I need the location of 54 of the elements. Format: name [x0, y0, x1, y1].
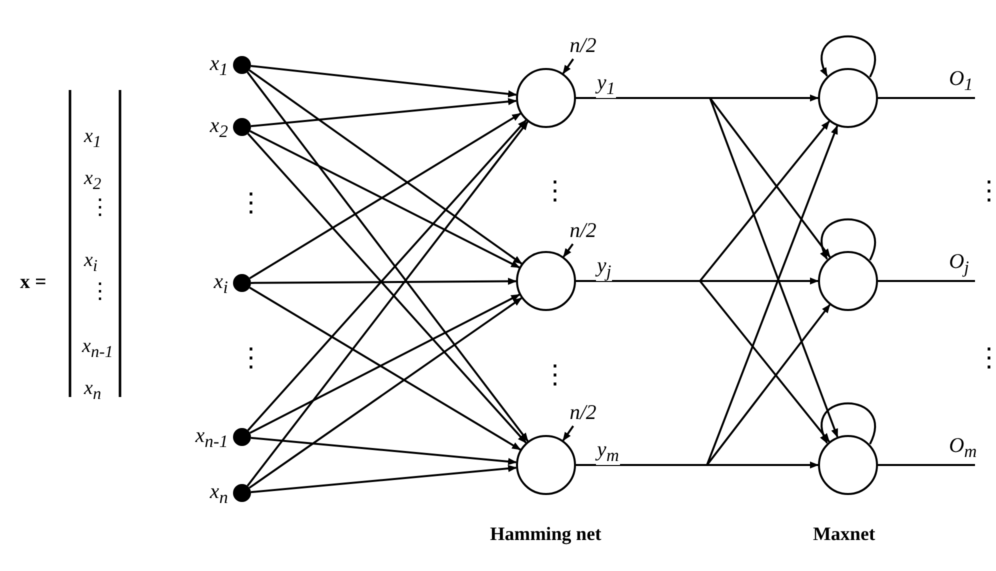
input-dot: [233, 118, 251, 136]
output-line: [878, 464, 975, 466]
layer-caption: Maxnet: [813, 525, 876, 544]
ellipsis: ⋮: [976, 178, 996, 204]
connection-arrow: [250, 130, 520, 268]
bias-label: n/2: [560, 218, 606, 242]
edge-label: O$_{j}$: [948, 251, 970, 277]
vector-entry: x$_{i}$: [84, 250, 98, 275]
connection-arrow: [250, 436, 518, 466]
input-dot: [233, 274, 251, 292]
equation-label: x =: [20, 272, 46, 292]
connection-arrow: [562, 58, 574, 74]
self-loop-arrow: [820, 35, 876, 78]
ellipsis: ⋮: [542, 178, 568, 204]
ellipsis: ⋮: [89, 280, 111, 302]
vector-entry: x$_{1}$: [84, 126, 102, 151]
ellipsis: ⋮: [542, 362, 568, 388]
input-label: x$_{1}$: [210, 53, 228, 79]
input-label: x$_{n-1}$: [195, 425, 228, 451]
connection-arrow: [246, 72, 529, 442]
connection-arrow: [562, 425, 574, 442]
output-line: [878, 97, 975, 99]
connection-arrow: [248, 69, 522, 264]
connection-arrow: [562, 243, 574, 258]
self-loop-arrow: [820, 402, 876, 444]
connection-arrow: [250, 464, 518, 494]
connection-arrow: [250, 98, 518, 128]
ellipsis: ⋮: [89, 196, 111, 218]
input-label: x$_{2}$: [210, 115, 228, 141]
input-dot: [233, 428, 251, 446]
vector-entry: x$_{2}$: [84, 168, 102, 193]
output-line: [878, 280, 975, 282]
ellipsis: ⋮: [238, 190, 264, 216]
connection-arrow: [249, 112, 522, 280]
neuron-circle: [818, 251, 878, 311]
ellipsis: ⋮: [238, 345, 264, 371]
neuron-circle: [818, 68, 878, 128]
bias-label: n/2: [560, 400, 606, 424]
input-label: x$_{i}$: [214, 271, 228, 297]
neuron-circle: [516, 68, 576, 128]
neuron-circle: [818, 435, 878, 495]
vector-entry: x$_{n-1}$: [82, 336, 114, 361]
vector-entry: x$_{n}$: [84, 378, 102, 403]
layer-caption: Hamming net: [490, 525, 602, 544]
connection-arrow: [251, 278, 517, 285]
ellipsis: ⋮: [976, 345, 996, 371]
input-dot: [233, 484, 251, 502]
input-dot: [233, 56, 251, 74]
self-loop-arrow: [820, 218, 876, 260]
bias-label: n/2: [560, 33, 606, 57]
connection-arrow: [250, 64, 518, 98]
connection-arrow: [246, 121, 528, 486]
connection-arrow: [248, 297, 522, 489]
input-label: x$_{n}$: [210, 481, 228, 507]
